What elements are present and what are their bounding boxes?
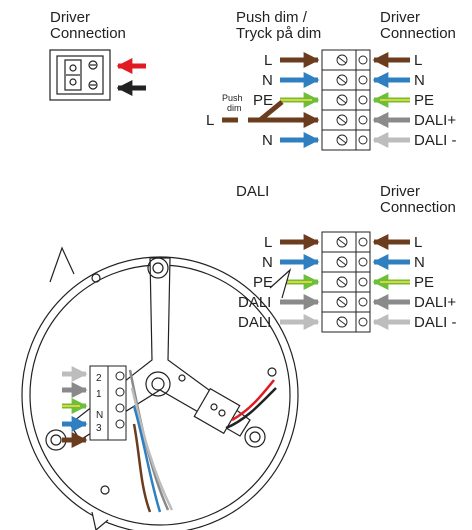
pushdim-title-1: Push dim / <box>236 9 307 26</box>
base-terminal-label-n: N <box>96 410 104 421</box>
pushdim-driver-2: Connection <box>380 25 456 42</box>
dali-right-label-dali-plus: DALI+ <box>414 294 457 311</box>
dali-left-label-n: N <box>262 254 273 271</box>
dali-left-label-dali2: DALI <box>238 314 272 331</box>
pd-right-label-l: L <box>414 52 423 69</box>
dali-right-label-pe: PE <box>414 274 435 291</box>
driver-connector-block <box>49 49 111 101</box>
pd-right-label-dali-plus: DALI+ <box>414 112 457 129</box>
driver-connection-title-1: Driver <box>50 9 90 26</box>
base-terminal-block <box>89 365 127 441</box>
pushdim-title-2: Tryck på dim <box>236 25 322 42</box>
pd-push-label-2: dim <box>227 103 242 113</box>
driver-connection-title-2: Connection <box>50 25 126 42</box>
pd-left-label-pe: PE <box>253 92 274 109</box>
dali-driver-1: Driver <box>380 183 420 200</box>
base-terminal-label-2: 2 <box>96 373 102 384</box>
pd-left-label-l: L <box>264 52 273 69</box>
dali-right-label-l: L <box>414 234 423 251</box>
pushdim-terminal-block <box>321 49 371 151</box>
dali-driver-2: Connection <box>380 199 456 216</box>
dali-left-label-dali1: DALI <box>238 294 272 311</box>
base-terminal-label-1: 1 <box>96 389 102 400</box>
pd-push-diagonal <box>258 100 284 122</box>
dali-title: DALI <box>236 183 270 200</box>
pd-right-label-dali-minus: DALI - <box>414 132 457 149</box>
pd-left-label-n2: N <box>262 132 273 149</box>
pd-right-label-pe: PE <box>414 92 435 109</box>
dali-right-label-dali-minus: DALI - <box>414 314 457 331</box>
base-wires <box>128 369 277 513</box>
dali-left-label-pe: PE <box>253 274 274 291</box>
pd-left-label-l2: L <box>206 112 215 129</box>
pushdim-driver-1: Driver <box>380 9 420 26</box>
dali-left-label-l: L <box>264 234 273 251</box>
dali-terminal-block <box>321 231 371 333</box>
pd-left-label-n: N <box>262 72 273 89</box>
pd-push-label-1: Push <box>222 93 243 103</box>
pd-right-label-n: N <box>414 72 425 89</box>
dali-right-label-n: N <box>414 254 425 271</box>
base-terminal-label-3: 3 <box>96 423 102 434</box>
